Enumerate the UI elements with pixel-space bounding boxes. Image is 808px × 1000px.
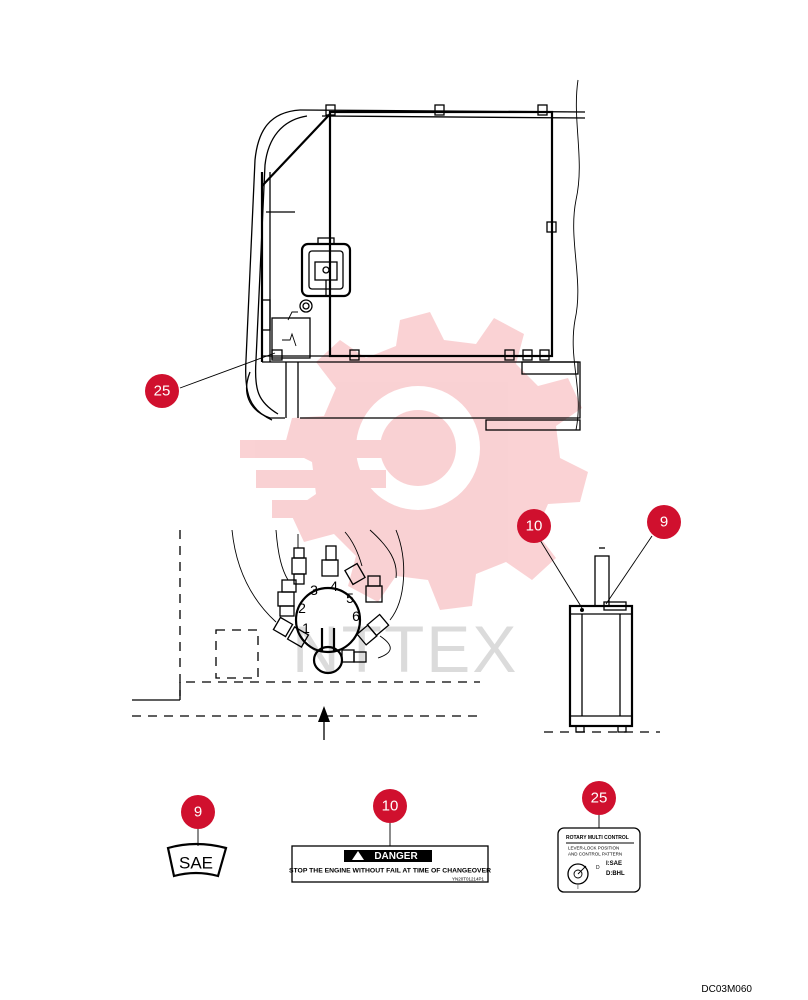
callout-25-bottom: 25 bbox=[582, 781, 616, 815]
sae-label: SAE bbox=[166, 842, 228, 878]
valve-port-1: 1 bbox=[302, 620, 310, 636]
svg-text:25: 25 bbox=[591, 790, 608, 807]
svg-text:10: 10 bbox=[382, 798, 399, 815]
valve-port-2: 2 bbox=[298, 600, 306, 616]
rotary-title: ROTARY MULTI CONTROL bbox=[566, 835, 629, 841]
rotary-control-label: ROTARY MULTI CONTROL LEVER-LOCK POSITION… bbox=[557, 827, 641, 893]
rotary-valve-view bbox=[132, 529, 480, 740]
sae-label-text: SAE bbox=[179, 854, 213, 873]
callout-10-top: 10 bbox=[517, 509, 551, 543]
drawing-code: DC03M060 bbox=[701, 984, 752, 995]
danger-message: STOP THE ENGINE WITHOUT FAIL AT TIME OF … bbox=[289, 868, 491, 875]
rotary-line2: LEVER-LOCK POSITION bbox=[568, 846, 619, 851]
valve-port-5: 5 bbox=[346, 590, 354, 606]
svg-text:9: 9 bbox=[660, 514, 668, 531]
callout-9-bottom: 9 bbox=[181, 795, 215, 829]
valve-port-3: 3 bbox=[310, 582, 318, 598]
rotary-line3: AND CONTROL PATTERN bbox=[568, 852, 622, 857]
callout-10-bottom: 10 bbox=[373, 789, 407, 823]
danger-header: DANGER bbox=[374, 851, 418, 862]
danger-part-no: YN20T01214P1 bbox=[452, 877, 485, 882]
rotary-mark-i: I bbox=[577, 885, 578, 891]
watermark-gear-logo bbox=[240, 312, 588, 610]
danger-label: DANGER STOP THE ENGINE WITHOUT FAIL AT T… bbox=[289, 845, 491, 883]
callout-9-top: 9 bbox=[647, 505, 681, 539]
valve-port-6: 6 bbox=[352, 608, 360, 624]
svg-text:10: 10 bbox=[526, 518, 543, 535]
rotary-option-2: D:BHL bbox=[606, 871, 625, 877]
watermark-text: NTTEX bbox=[292, 612, 518, 686]
leader-25-top bbox=[179, 352, 276, 389]
valve-port-4: 4 bbox=[330, 578, 338, 594]
svg-text:25: 25 bbox=[154, 383, 171, 400]
rotary-mark-d: D bbox=[596, 865, 600, 871]
cab-side-view bbox=[244, 79, 586, 431]
svg-text:9: 9 bbox=[194, 804, 202, 821]
rotary-option-1: I:SAE bbox=[606, 861, 622, 867]
callout-25-top: 25 bbox=[145, 374, 179, 408]
lever-box-view bbox=[539, 535, 660, 733]
